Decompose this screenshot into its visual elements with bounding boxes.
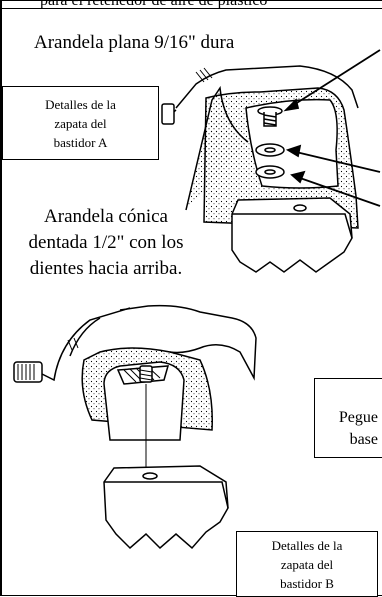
conical-line-2: dentada 1/2" con los: [28, 232, 184, 253]
leader-lines-a: [283, 49, 381, 207]
flat-washer-label: Arandela plana 9/16" dura: [34, 32, 235, 53]
conical-line-1: Arandela cónica: [44, 206, 168, 227]
stick-note-line-1: Pegue: [338, 409, 378, 426]
frame-shoe-b: [13, 304, 257, 550]
detail-a-label: Detalles de la zapata del bastidor A: [2, 86, 159, 160]
detail-b-line-2: zapata del: [280, 556, 334, 572]
conical-washer-label: Arandela cónica dentada 1/2" con los die…: [4, 204, 208, 282]
top-rule: [0, 8, 382, 9]
stick-note-box: Pegue base: [314, 378, 382, 458]
detail-a-line-1: Detalles de la: [45, 96, 116, 112]
detail-b-line-1: Detalles de la: [271, 537, 343, 553]
stick-note-line-2: base: [349, 431, 378, 448]
detail-b-line-3: bastidor B: [280, 575, 334, 591]
detail-a-line-3: bastidor A: [53, 134, 108, 150]
top-caption: para el retenedor de aire de plástico: [40, 0, 268, 9]
conical-line-3: dientes hacia arriba.: [29, 258, 183, 279]
frame-shoe-a: [161, 65, 359, 273]
detail-a-line-2: zapata del: [54, 115, 107, 131]
